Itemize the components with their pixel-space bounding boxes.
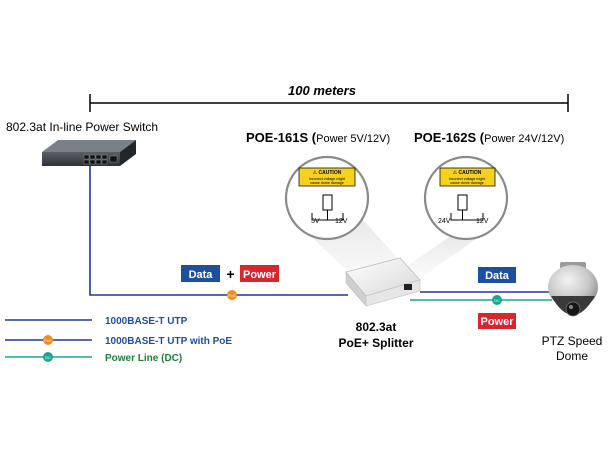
poe-cable: [89, 166, 348, 296]
distance-indicator: 100 meters: [89, 83, 569, 112]
legend-dc-dot-text: DC: [45, 355, 51, 360]
poe-cable-marker: PoE: [227, 290, 237, 300]
power-badge-right-text: Power: [480, 316, 514, 328]
power-badge-text: Power: [243, 269, 277, 281]
distance-label: 100 meters: [288, 83, 356, 98]
camera-lens-icon: [565, 301, 581, 317]
power-badge-right: [478, 313, 516, 329]
switch-label: 802.3at In-line Power Switch: [6, 120, 158, 134]
caution-line2-161s: cause dome damage: [310, 181, 344, 185]
caution-line1-161s: Incorrect voltage might: [309, 177, 345, 181]
splitter-label-line1: 802.3at: [356, 320, 397, 334]
legend-poe-dot-text: PoE: [44, 338, 52, 343]
poe-dot-icon: [227, 290, 237, 300]
caution-title-161s: ⚠ CAUTION: [313, 170, 342, 176]
splitter-label-line2: PoE+ Splitter: [338, 336, 413, 350]
switch-ports-icon: [83, 154, 118, 165]
caution-title-162s: ⚠ CAUTION: [453, 170, 482, 176]
model-title-162s: POE-162S (Power 24V/12V): [414, 130, 564, 145]
data-badge: [181, 265, 220, 282]
legend-item-utp-poe: PoE 1000BASE-T UTP with PoE: [5, 335, 232, 347]
jumper-switch-icon-162s: [457, 194, 468, 211]
legend: 1000BASE-T UTP PoE 1000BASE-T UTP with P…: [5, 316, 232, 364]
volt-left-161s: 5V: [311, 218, 320, 225]
legend-dc-label: Power Line (DC): [105, 353, 182, 364]
volt-left-162s: 24V: [438, 218, 451, 225]
plus-sign: +: [226, 266, 234, 282]
data-badge-right-text: Data: [485, 270, 510, 282]
selector-bracket-162s: [450, 213, 484, 221]
callout-poe-161s: POE-161S (Power 5V/12V) ⚠ CAUTION Incorr…: [246, 130, 390, 241]
ptz-camera-icon: [548, 262, 598, 317]
poe-dot-text: PoE: [228, 293, 236, 298]
dc-line-marker: DC: [492, 295, 502, 305]
switch-side: [120, 140, 136, 166]
poe-splitter-device: [345, 257, 421, 307]
jumper-switch-icon-161s: [322, 194, 333, 211]
legend-utp-label: 1000BASE-T UTP: [105, 316, 188, 327]
splitter-port-icon: [404, 284, 412, 290]
poe-switch: 802.3at In-line Power Switch: [6, 120, 158, 166]
data-power-label: Data + Power: [181, 265, 279, 282]
data-badge-right: [478, 267, 516, 283]
legend-dc-dot-icon: [43, 352, 53, 362]
volt-right-162s: 12V: [476, 218, 489, 225]
caution-label-162s: [439, 167, 496, 187]
data-badge-text: Data: [189, 269, 214, 281]
volt-right-161s: 12V: [335, 218, 348, 225]
dc-dot-icon: [492, 295, 502, 305]
dc-dot-text: DC: [494, 298, 500, 303]
switch-front: [42, 152, 120, 166]
camera-label-line1: PTZ Speed: [542, 334, 603, 348]
power-badge: [240, 265, 279, 282]
legend-item-dc: DC Power Line (DC): [5, 352, 182, 364]
legend-poe-label: 1000BASE-T UTP with PoE: [105, 336, 232, 347]
caution-line2-162s: cause dome damage: [450, 181, 484, 185]
legend-item-utp: 1000BASE-T UTP: [5, 316, 188, 327]
caution-label-161s: [298, 167, 356, 187]
switch-top: [42, 140, 136, 152]
legend-poe-dot-icon: [43, 335, 53, 345]
caution-line1-162s: Incorrect voltage might: [449, 177, 485, 181]
camera-label-line2: Dome: [556, 349, 588, 363]
model-title-161s: POE-161S (Power 5V/12V): [246, 130, 390, 145]
camera-lens-highlight: [569, 305, 573, 309]
callout-poe-162s: POE-162S (Power 24V/12V) ⚠ CAUTION Incor…: [414, 130, 564, 241]
